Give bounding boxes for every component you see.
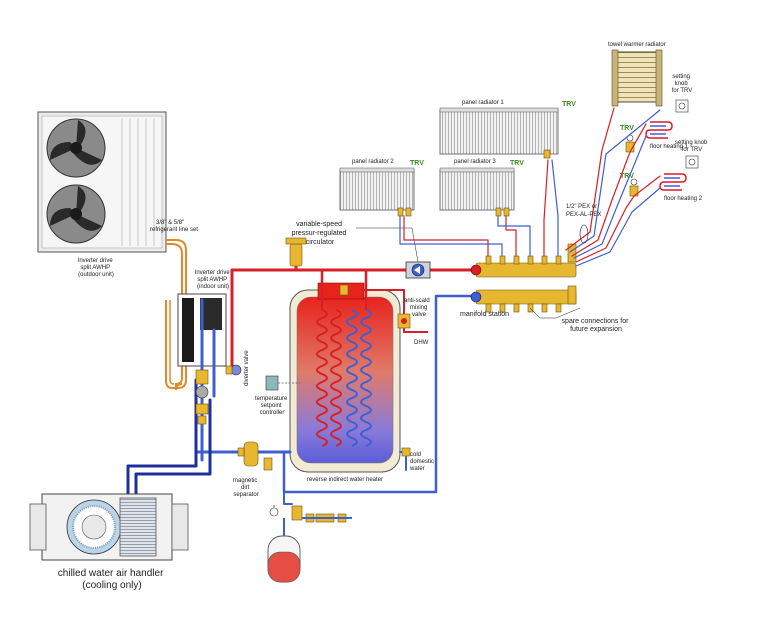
diverter-valve bbox=[225, 364, 242, 376]
anti-scald-mixing-valve bbox=[397, 313, 411, 329]
towel-warmer-radiator bbox=[611, 49, 663, 107]
panel-radiator-3-label: panel radiator 3 bbox=[454, 159, 496, 165]
cold-water-label: cold domestic water bbox=[409, 452, 436, 472]
fill-assembly bbox=[269, 505, 352, 536]
floor-heating-1-loop bbox=[645, 121, 673, 139]
setting-knob-2-label: setting knob for TRV bbox=[675, 140, 709, 153]
panel-radiator-1-trv: TRV bbox=[562, 101, 576, 108]
trv-floor-1-label: TRV bbox=[620, 125, 634, 132]
air-handler bbox=[29, 493, 189, 561]
floor-heating-2-loop bbox=[659, 173, 687, 191]
relief-valve bbox=[285, 237, 307, 267]
dirt-separator-label: magnetic dirt separator bbox=[233, 478, 259, 498]
floor-heating-2-label: floor heating 2 bbox=[664, 196, 703, 202]
towel-warmer-label: towel warmer radiator bbox=[608, 42, 666, 48]
circulator-pump bbox=[405, 261, 431, 279]
circulator-label: variable-speed pressur-regulated circula… bbox=[292, 221, 349, 246]
cold-water-valve bbox=[401, 447, 411, 457]
panel-radiator-1-label: panel radiator 1 bbox=[462, 100, 504, 106]
outdoor-fan-bottom bbox=[46, 184, 106, 244]
line-set-label: 3/8" & 5/8" refrigerant line set bbox=[150, 220, 198, 233]
panel-radiator-1 bbox=[439, 107, 559, 159]
panel-radiator-2-trv: TRV bbox=[410, 160, 424, 167]
temperature-controller bbox=[265, 375, 279, 391]
cooling-piping bbox=[126, 378, 212, 496]
magnetic-dirt-separator bbox=[237, 441, 259, 467]
panel-radiator-2-label: panel radiator 2 bbox=[352, 159, 394, 165]
manifold-station-label: manifold station bbox=[460, 311, 509, 318]
manifold-station bbox=[470, 243, 577, 313]
indoor-unit-label: Inverter drive split AWHP (indoor unit) bbox=[195, 270, 232, 290]
water-heater-tank bbox=[289, 282, 401, 473]
setting-knob-1-label: setting knob for TRV bbox=[672, 74, 692, 94]
manifold-supply-ports bbox=[485, 243, 577, 265]
trv-floor-2-label: TRV bbox=[620, 173, 634, 180]
supply-ball-valve-icon bbox=[470, 264, 482, 276]
water-heater-label: reverse indirect water heater bbox=[307, 477, 383, 483]
tubing-bundle-marker bbox=[579, 224, 589, 244]
distribution-tubing bbox=[399, 107, 661, 267]
trv-floor-1 bbox=[625, 134, 635, 153]
outdoor-unit-label: Inverter drive split AWHP (outdoor unit) bbox=[78, 258, 115, 278]
panel-radiator-3-trv: TRV bbox=[510, 160, 524, 167]
return-ball-valve-icon bbox=[470, 291, 482, 303]
dhw-label: DHW bbox=[414, 340, 429, 346]
air-handler-label: chilled water air handler (cooling only) bbox=[58, 568, 166, 591]
indoor-pump-assembly bbox=[195, 369, 209, 425]
panel-radiator-2 bbox=[339, 167, 415, 217]
outdoor-fan-top bbox=[46, 118, 106, 178]
spare-connections-label: spare connections for future expansion bbox=[562, 318, 631, 333]
diverter-valve-label: diverter valve bbox=[244, 350, 250, 386]
fill-valve bbox=[263, 457, 273, 471]
floor-heating-1-label: floor heating 1 bbox=[650, 144, 689, 150]
expansion-tank bbox=[267, 535, 301, 583]
outdoor-unit bbox=[37, 111, 167, 253]
temp-controller-label: temperature setpoint controller bbox=[255, 396, 289, 416]
manifold-return-ports bbox=[485, 285, 577, 313]
pex-label: 1/2" PEX or PEX-AL-PEX bbox=[566, 204, 601, 218]
panel-radiator-3 bbox=[439, 167, 515, 217]
refrigerant-line-set bbox=[165, 239, 187, 391]
anti-scald-label: anti-scald mixing valve bbox=[404, 298, 431, 318]
